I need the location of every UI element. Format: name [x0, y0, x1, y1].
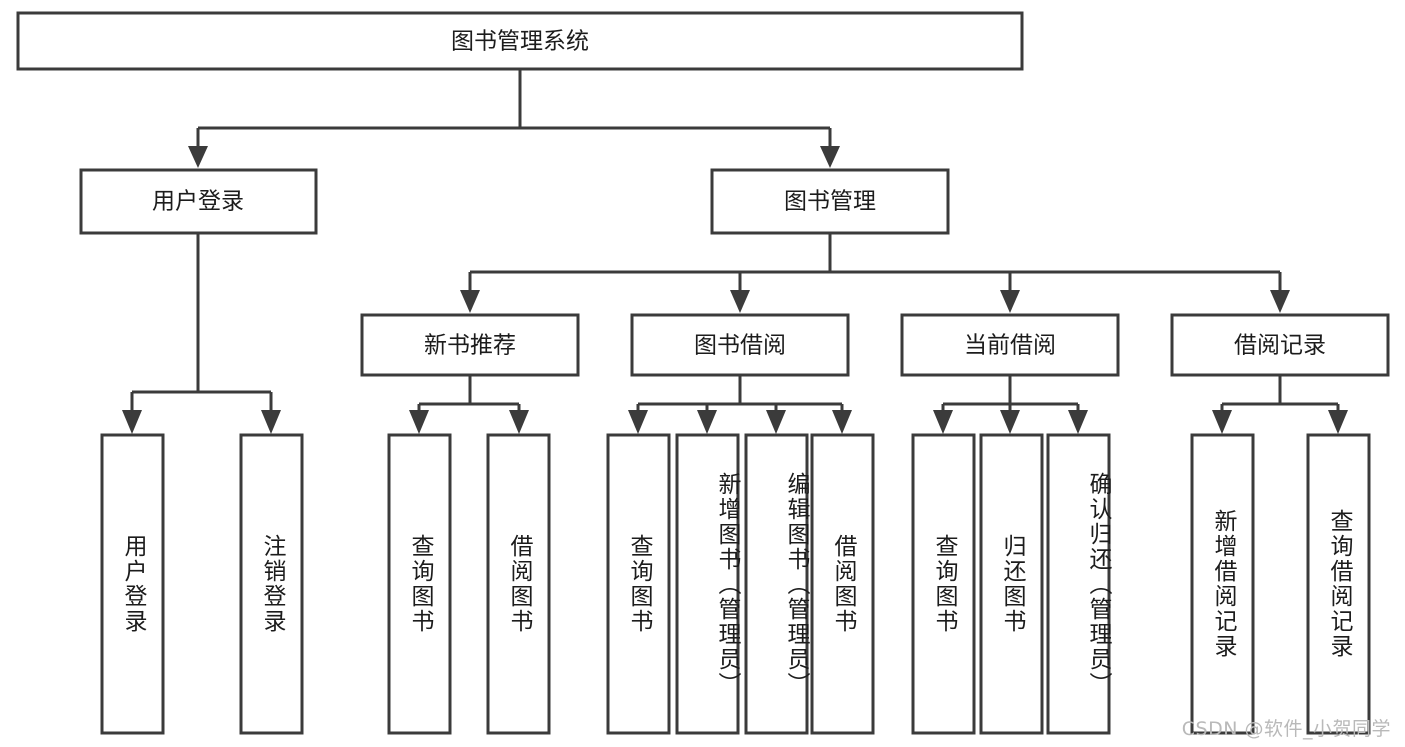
leaf-box-br-add-record[interactable] [1190, 433, 1255, 735]
connector-group-book-borrow [628, 375, 852, 434]
arrowhead-user-login [188, 146, 208, 168]
leaf-box-nbr-query-book[interactable] [387, 433, 452, 735]
arrowhead-cb-return-book [1000, 410, 1020, 434]
arrowhead-bb-query-book [628, 410, 648, 434]
connector-group-borrow-record [1212, 375, 1348, 434]
arrowhead-bb-borrow-book [832, 410, 852, 434]
leaf-box-bb-query-book[interactable] [606, 433, 671, 735]
arrowhead-bb-add-book [697, 410, 717, 434]
node-borrow-record[interactable]: 借阅记录 [1170, 313, 1390, 377]
arrowhead-nbr-query-book [409, 410, 429, 434]
node-root-system[interactable]: 图书管理系统 [16, 11, 1024, 71]
leaf-box-cb-return-book[interactable] [979, 433, 1044, 735]
node-current-borrow[interactable]: 当前借阅 [900, 313, 1120, 377]
arrowhead-leaf-user-login [122, 410, 142, 434]
node-book-manage-label: 图书管理 [784, 189, 876, 215]
leaf-box-cb-query-book[interactable] [911, 433, 976, 735]
node-user-login-box[interactable] [79, 168, 318, 235]
arrowhead-nbr-borrow-book [509, 410, 529, 434]
connector-group-root [188, 69, 840, 168]
connector-group-current-borrow [933, 375, 1088, 434]
node-borrow-record-label: 借阅记录 [1234, 333, 1326, 359]
node-root-system-label: 图书管理系统 [451, 29, 589, 55]
node-book-manage[interactable]: 图书管理 [710, 168, 950, 235]
arrowhead-book-manage [820, 146, 840, 168]
leaf-box-bb-add-book[interactable] [675, 433, 740, 735]
arrowhead-cb-query-book [933, 410, 953, 434]
arrowhead-new-book-rec [460, 290, 480, 313]
arrowhead-borrow-record [1270, 290, 1290, 313]
leaf-box-logout[interactable] [239, 433, 304, 735]
node-book-manage-box[interactable] [710, 168, 950, 235]
node-user-login-label: 用户登录 [152, 189, 244, 215]
node-new-book-recommend[interactable]: 新书推荐 [360, 313, 580, 377]
node-current-borrow-box[interactable] [900, 313, 1120, 377]
node-book-borrow[interactable]: 图书借阅 [630, 313, 850, 377]
csdn-watermark: CSDN @软件_小贺同学 [1181, 718, 1391, 740]
leaf-box-cb-confirm-return[interactable] [1046, 433, 1111, 735]
connector-group-user-login [122, 233, 281, 434]
arrowhead-bb-edit-book [766, 410, 786, 434]
node-root-system-box[interactable] [16, 11, 1024, 71]
leaf-box-nbr-borrow-book[interactable] [486, 433, 551, 735]
leaf-box-user-login[interactable] [100, 433, 165, 735]
arrowhead-br-query-record [1328, 410, 1348, 434]
arrowhead-cb-confirm-return [1068, 410, 1088, 434]
leaf-box-br-query-record[interactable] [1306, 433, 1371, 735]
node-current-borrow-label: 当前借阅 [964, 333, 1056, 359]
connector-group-book-manage [460, 233, 1290, 313]
node-new-book-recommend-label: 新书推荐 [424, 333, 516, 359]
node-book-borrow-box[interactable] [630, 313, 850, 377]
node-user-login[interactable]: 用户登录 [79, 168, 318, 235]
node-book-borrow-label: 图书借阅 [694, 333, 786, 359]
connector-group-new-book-rec [409, 375, 529, 434]
leaf-box-bb-borrow-book[interactable] [810, 433, 875, 735]
node-borrow-record-box[interactable] [1170, 313, 1390, 377]
arrowhead-current-borrow [1000, 290, 1020, 313]
arrowhead-br-add-record [1212, 410, 1232, 434]
leaf-box-bb-edit-book[interactable] [744, 433, 809, 735]
node-new-book-recommend-box[interactable] [360, 313, 580, 377]
arrowhead-book-borrow [730, 290, 750, 313]
arrowhead-leaf-logout [261, 410, 281, 434]
